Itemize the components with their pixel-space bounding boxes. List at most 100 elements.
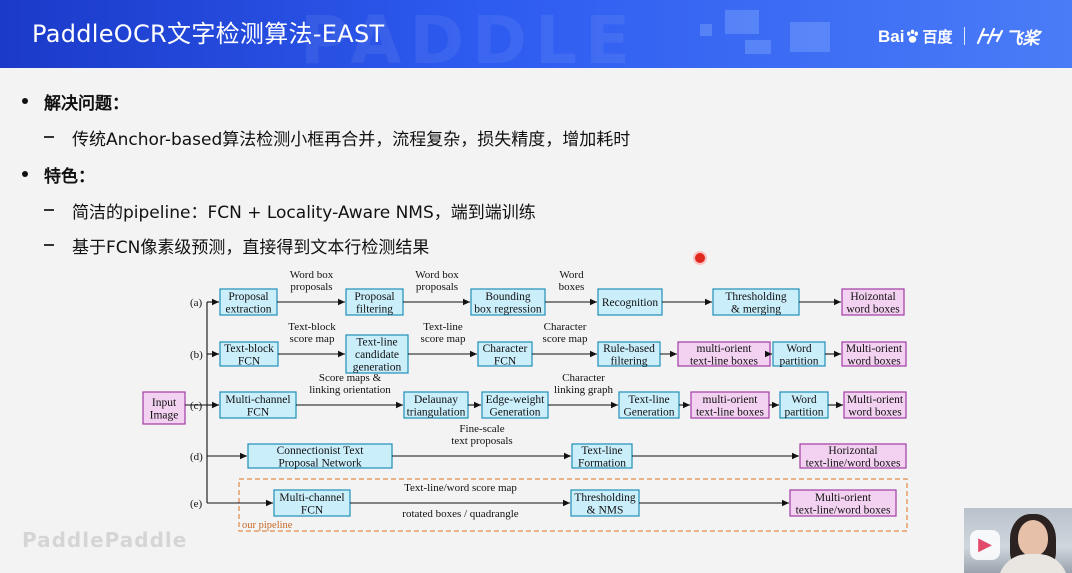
- laser-pointer: [695, 253, 705, 263]
- row-2-box-4-label: multi-orient: [703, 394, 759, 406]
- row-3-box-1-label: Text-line: [581, 445, 622, 457]
- row-1-box-6-label: word boxes: [847, 355, 901, 367]
- bullet-problem: 解决问题：: [44, 94, 129, 114]
- row-3-box-1-label: Formation: [578, 457, 626, 469]
- row-4-box-2: [789, 489, 897, 517]
- row-0-box-3: [597, 288, 663, 316]
- row-0-box-1-label: filtering: [356, 303, 393, 315]
- row-2-box-2-label: Edge-weight: [486, 394, 546, 406]
- row-2-edge-label-0: linking orientation: [309, 384, 391, 396]
- row-2-box-4-label: text-line boxes: [696, 406, 765, 418]
- row-3-edge-label-0: text proposals: [451, 435, 512, 447]
- row-2-box-4: [690, 391, 770, 419]
- feijiang-mark-icon: [977, 27, 1004, 45]
- sub-bullet-dash: [44, 209, 54, 211]
- paddlepaddle-watermark: PaddlePaddle: [22, 528, 188, 552]
- row-1-edge-label-1: score map: [421, 333, 466, 345]
- bilibili-icon: ▶: [970, 530, 1000, 560]
- bullet-feature-fcn: 基于FCN像素级预测，直接得到文本行检测结果: [72, 238, 430, 258]
- row-3-box-2: [799, 443, 907, 469]
- bullet-problem-detail: 传统Anchor-based算法检测小框再合并，流程复杂，损失精度，增加耗时: [72, 130, 631, 150]
- row-0-box-0-label: Proposal: [228, 291, 268, 303]
- row-3-box-2-label: text-line/word boxes: [806, 457, 901, 469]
- row-4-box-2-label: text-line/word boxes: [796, 504, 891, 516]
- slide-title: PaddleOCR文字检测算法-EAST: [32, 20, 385, 48]
- row-1-box-1-label: generation: [353, 362, 402, 374]
- row-0-box-5: [841, 288, 905, 316]
- row-2-box-6: [843, 391, 907, 419]
- row-0-edge-label-0: proposals: [290, 281, 332, 293]
- row-2-box-3: [618, 391, 680, 419]
- row-2-box-2-label: Generation: [489, 406, 540, 418]
- row-4-box-0-label: FCN: [301, 504, 324, 516]
- row-2-box-1-label: triangulation: [407, 406, 466, 418]
- sub-bullet-dash: [44, 244, 54, 246]
- row-0-box-5-label: Hoizontal: [850, 291, 895, 303]
- bullet-dot: [22, 171, 28, 177]
- row-2-box-0: [219, 391, 297, 419]
- row-3-box-0-label: Connectionist Text: [277, 445, 365, 457]
- row-1-box-2-label: FCN: [494, 355, 517, 367]
- row-0-box-1: [345, 288, 404, 316]
- row-1-box-4: [677, 341, 771, 367]
- paw-icon: [907, 29, 919, 43]
- row-0-edge-label-1: Word box: [415, 269, 459, 281]
- row-1-box-3-label: filtering: [610, 355, 647, 367]
- row-label-2: (c): [190, 400, 203, 412]
- row-3-edge-label-0: Fine-scale: [459, 423, 504, 435]
- row-3-box-2-label: Horizontal: [828, 445, 877, 457]
- presenter-webcam: ▶: [964, 508, 1072, 573]
- row-label-0: (a): [190, 297, 203, 309]
- row-0-box-4-label: Thresholding: [725, 291, 787, 303]
- row-2-box-6-label: Multi-orient: [847, 394, 904, 406]
- bullet-dot: [22, 98, 28, 104]
- row-1-box-0: [219, 341, 279, 367]
- row-1-box-1-label: candidate: [355, 349, 399, 361]
- row-0-box-0-label: extraction: [226, 303, 272, 315]
- input-image-label: Image: [150, 409, 179, 421]
- feijiang-logo: 飞桨: [1005, 28, 1040, 49]
- row-1-box-4-label: multi-orient: [697, 343, 753, 355]
- row-1-box-5-label: Word: [786, 343, 812, 355]
- row-4-edge-label-below-0: rotated boxes / quadrangle: [402, 508, 518, 520]
- row-2-box-1-label: Delaunay: [414, 394, 458, 406]
- row-2-box-5-label: Word: [791, 394, 817, 406]
- row-1-edge-label-1: Text-line: [423, 321, 463, 333]
- row-1-edge-label-2: score map: [543, 333, 588, 345]
- row-2-box-0-label: Multi-channel: [225, 394, 290, 406]
- logo-separator: [964, 27, 966, 45]
- row-4-box-1-label: & NMS: [587, 504, 624, 516]
- row-0-box-4-label: & merging: [731, 303, 781, 315]
- row-label-1: (b): [190, 349, 203, 361]
- row-0-box-2: [470, 288, 546, 316]
- our-pipeline-label: our pipeline: [242, 520, 293, 531]
- row-1-edge-label-2: Character: [544, 321, 587, 333]
- input-image-box: [142, 391, 186, 425]
- row-label-3: (d): [190, 451, 203, 463]
- row-0-box-2-label: Bounding: [485, 291, 531, 303]
- row-2-box-5-label: partition: [785, 406, 824, 418]
- row-2-box-3-label: Generation: [623, 406, 674, 418]
- bullet-features: 特色：: [44, 167, 95, 187]
- row-4-box-2-label: Multi-orient: [815, 492, 872, 504]
- bullet-feature-pipeline: 简洁的pipeline：FCN + Locality-Aware NMS，端到端…: [72, 203, 536, 223]
- row-1-edge-label-0: Text-block: [288, 321, 336, 333]
- row-2-box-6-label: word boxes: [848, 406, 902, 418]
- row-4-edge-label-0: Text-line/word score map: [404, 482, 517, 494]
- input-image-label: Input: [152, 397, 177, 409]
- row-1-box-2-label: Character: [483, 343, 528, 355]
- row-2-edge-label-2: linking graph: [554, 384, 613, 396]
- row-1-box-5-label: partition: [780, 355, 819, 367]
- row-0-edge-label-1: proposals: [416, 281, 458, 293]
- row-0-box-2-label: box regression: [474, 303, 542, 315]
- sub-bullet-dash: [44, 136, 54, 138]
- row-3-box-0-label: Proposal Network: [278, 457, 362, 469]
- row-4-box-1-label: Thresholding: [574, 492, 636, 504]
- row-1-edge-label-0: score map: [290, 333, 335, 345]
- row-2-edge-label-0: Score maps &: [319, 372, 382, 384]
- row-0-edge-label-0: Word box: [290, 269, 334, 281]
- row-1-box-3-label: Rule-based: [603, 343, 655, 355]
